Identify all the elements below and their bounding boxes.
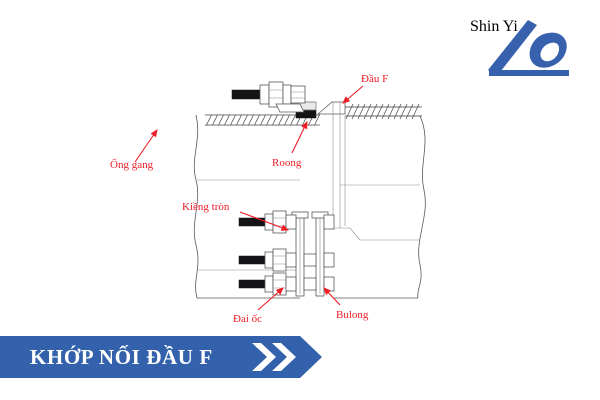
chevron-right-icon-1	[252, 343, 276, 371]
callout-label-ong-gang: Ống gang	[110, 158, 154, 171]
callout-label-roong: Roong	[272, 157, 302, 169]
banner-shape	[0, 336, 322, 378]
leader-dai-oc	[257, 287, 284, 311]
f-head-socket	[316, 101, 426, 299]
leader-ong-gang	[134, 129, 158, 163]
bolt-assembly-top	[231, 81, 306, 113]
brand-name: Shin Yi	[470, 18, 518, 35]
brand-logo: Shin Yi	[470, 18, 590, 108]
technical-drawing: Ống gang Roong Đầu F Kiềng tròn Đai ốc B…	[110, 73, 426, 325]
leader-bulong	[323, 287, 341, 306]
callout-label-kieng-tron: Kiềng tròn	[182, 201, 230, 213]
leader-roong	[291, 121, 308, 154]
callout-label-bulong: Bulong	[336, 309, 369, 321]
shinyi-lo-monogram-icon	[488, 20, 569, 76]
banner-background	[0, 336, 322, 378]
callout-label-dai-oc: Đai ốc	[233, 313, 262, 325]
callout-label-dau-f: Đầu F	[361, 73, 388, 85]
bottom-banner: KHỚP NỐI ĐẦU F	[0, 336, 330, 378]
chevron-right-icon-2	[272, 343, 296, 371]
leader-kieng-tron	[239, 211, 290, 231]
leader-dau-f	[342, 85, 364, 104]
callout-leaders	[134, 85, 364, 311]
left-pipe-body	[193, 114, 321, 299]
bolt-assembly-ring-2	[238, 248, 335, 272]
